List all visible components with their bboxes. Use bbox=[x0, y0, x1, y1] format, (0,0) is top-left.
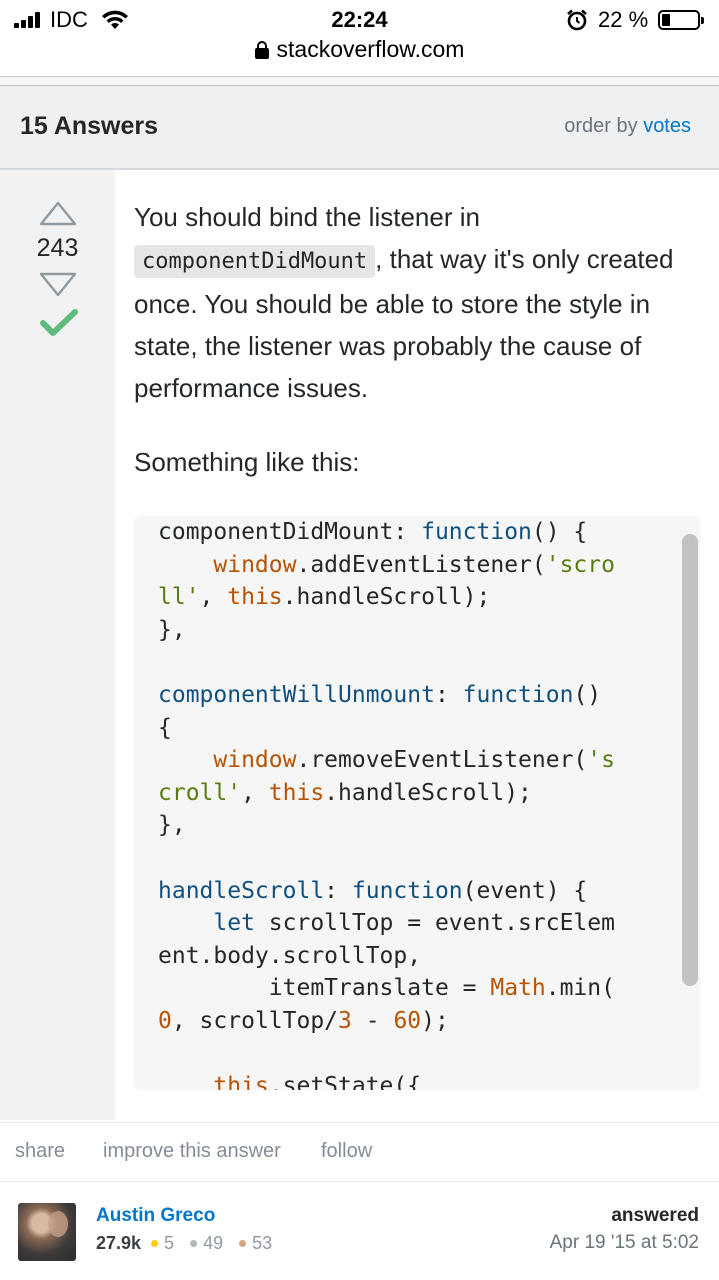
user-stats: 27.9k 5 49 53 bbox=[96, 1233, 272, 1254]
share-link[interactable]: share bbox=[15, 1140, 66, 1162]
code-token: .setState({ bbox=[268, 1073, 422, 1090]
code-token: this bbox=[227, 584, 283, 611]
order-by-label: order by bbox=[564, 115, 638, 137]
code-token: itemTranslate = bbox=[268, 975, 491, 1002]
code-token: }, bbox=[158, 616, 186, 643]
answers-count: 15 Answers bbox=[20, 112, 159, 140]
code-text: componentDidMount: function() { window.a… bbox=[158, 516, 678, 1090]
inline-code: componentDidMount bbox=[134, 245, 376, 278]
answered-date[interactable]: Apr 19 '15 at 5:02 bbox=[549, 1232, 699, 1253]
code-token: () { bbox=[531, 519, 588, 545]
lock-icon bbox=[254, 41, 269, 59]
improve-answer-link[interactable]: improve this answer bbox=[103, 1140, 281, 1162]
code-token: handleScroll bbox=[158, 877, 325, 904]
upvote-arrow-icon[interactable] bbox=[39, 200, 77, 226]
code-token: componentWillUnmount bbox=[158, 681, 435, 708]
silver-badge-count: 49 bbox=[203, 1233, 224, 1253]
code-token: : bbox=[324, 877, 352, 904]
code-token: this bbox=[268, 779, 325, 806]
battery-icon bbox=[658, 10, 704, 30]
code-token: function bbox=[351, 877, 463, 904]
code-token: .min( bbox=[545, 975, 615, 1002]
code-token: - bbox=[351, 1007, 394, 1034]
order-by: order by votes bbox=[564, 115, 691, 138]
code-token: , bbox=[199, 584, 228, 611]
code-token: scrollTop = event.srcElem bbox=[254, 910, 615, 937]
reputation: 27.9k bbox=[96, 1233, 142, 1253]
code-token: ll' bbox=[158, 584, 200, 611]
code-token: componentDidMount: bbox=[158, 519, 422, 545]
paragraph-text: , that way it's only created once. You s… bbox=[134, 244, 674, 403]
code-token: .handleScroll); bbox=[324, 779, 532, 806]
answer-paragraph-2: Something like this: bbox=[134, 447, 360, 477]
code-token: : bbox=[434, 681, 463, 708]
answer-paragraph: You should bind the listener in component… bbox=[134, 196, 694, 409]
signal-icon bbox=[14, 12, 44, 28]
status-bar: IDC 22:24 22 % bbox=[0, 0, 719, 40]
code-block[interactable]: componentDidMount: function() { window.a… bbox=[134, 516, 700, 1090]
url-text: stackoverflow.com bbox=[276, 36, 465, 62]
downvote-arrow-icon[interactable] bbox=[39, 272, 77, 298]
code-token: .handleScroll); bbox=[282, 584, 491, 611]
vote-count: 243 bbox=[36, 234, 79, 262]
code-token: Math bbox=[490, 975, 546, 1002]
avatar[interactable] bbox=[18, 1203, 76, 1261]
code-token: let bbox=[213, 910, 255, 937]
answer-body: You should bind the listener in component… bbox=[134, 196, 694, 515]
code-token: 's bbox=[587, 747, 615, 774]
vote-column: 243 bbox=[0, 170, 115, 1120]
code-token: ); bbox=[421, 1007, 449, 1034]
code-token: { bbox=[158, 714, 172, 741]
order-by-votes-link[interactable]: votes bbox=[643, 115, 691, 137]
code-token: , scrollTop/ bbox=[171, 1007, 339, 1034]
code-scrollbar[interactable] bbox=[682, 534, 698, 986]
code-token: function bbox=[421, 519, 532, 545]
user-name-link[interactable]: Austin Greco bbox=[96, 1205, 216, 1226]
code-token: croll' bbox=[158, 779, 242, 806]
gold-badge-icon bbox=[151, 1239, 159, 1247]
code-token: 60 bbox=[393, 1007, 422, 1034]
divider bbox=[0, 76, 719, 86]
accepted-check-icon bbox=[40, 309, 78, 336]
clock: 22:24 bbox=[331, 7, 388, 32]
follow-link[interactable]: follow bbox=[321, 1140, 373, 1162]
carrier-name: IDC bbox=[50, 7, 88, 32]
paragraph-text: You should bind the listener in bbox=[134, 202, 480, 232]
wifi-icon bbox=[102, 10, 128, 29]
gold-badge-count: 5 bbox=[164, 1233, 175, 1253]
code-token: (event) { bbox=[462, 877, 588, 904]
code-token: 'scro bbox=[545, 551, 615, 578]
code-token: ent.body.scrollTop, bbox=[158, 942, 422, 969]
code-token: .removeEventListener( bbox=[296, 747, 588, 774]
code-token: function bbox=[462, 681, 574, 708]
bronze-badge-count: 53 bbox=[252, 1233, 273, 1253]
bronze-badge-icon bbox=[239, 1239, 247, 1247]
code-token: window bbox=[213, 551, 297, 578]
battery-percent: 22 % bbox=[598, 7, 649, 32]
silver-badge-icon bbox=[190, 1239, 198, 1247]
alarm-icon bbox=[567, 9, 587, 31]
code-token: window bbox=[213, 747, 297, 774]
code-token: this bbox=[213, 1073, 269, 1090]
code-token: }, bbox=[158, 812, 186, 839]
url-bar[interactable]: stackoverflow.com bbox=[0, 36, 719, 68]
post-actions: share improve this answer follow bbox=[0, 1122, 719, 1182]
code-token: , bbox=[241, 779, 269, 806]
code-token: 3 bbox=[338, 1007, 352, 1034]
code-token: () bbox=[573, 681, 602, 708]
code-token: 0 bbox=[158, 1007, 172, 1034]
user-card: Austin Greco 27.9k 5 49 53 answered Apr 19 … bbox=[0, 1183, 719, 1280]
answered-label: answered bbox=[611, 1205, 699, 1226]
answers-header: 15 Answers order by votes bbox=[0, 86, 719, 170]
code-token: .addEventListener( bbox=[296, 551, 546, 578]
